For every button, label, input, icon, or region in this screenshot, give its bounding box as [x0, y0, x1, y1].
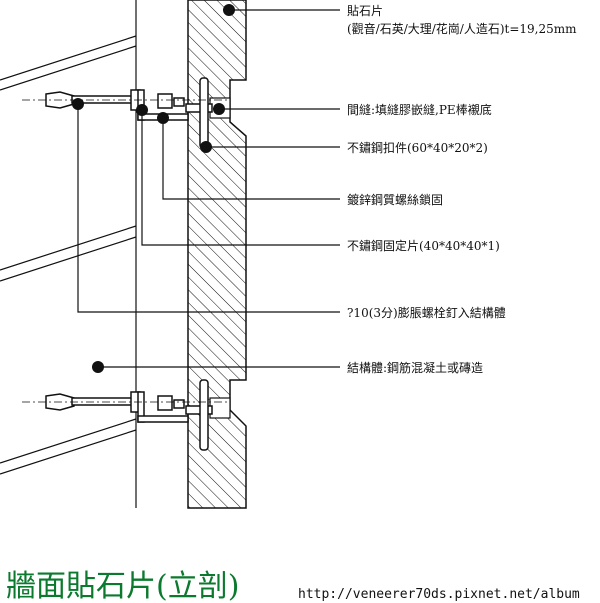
- label-ss-plate: 不鏽鋼固定片(40*40*40*1): [347, 238, 500, 253]
- dot-clip: [200, 141, 212, 153]
- dot-veneer: [223, 4, 235, 16]
- center-lines: [22, 99, 230, 403]
- dot-anchor: [72, 98, 84, 110]
- dot-joint: [213, 103, 225, 115]
- dot-structure: [92, 361, 104, 373]
- label-stone-veneer-types: (觀音/石英/大理/花崗/人造石)t=19,25mm: [347, 21, 577, 36]
- leader-lines: [77, 9, 340, 368]
- stone-veneer-slab: [187, 0, 247, 509]
- dot-plate: [136, 104, 148, 116]
- label-anchor: ?10(3分)膨脹螺栓釘入結構體: [347, 305, 506, 320]
- source-url: http://veneerer70ds.pixnet.net/album: [298, 587, 580, 602]
- joint-filler-bottom: [209, 397, 231, 419]
- background-diagonals: [0, 35, 137, 475]
- label-joint: 間縫:填縫膠嵌縫,PE棒襯底: [347, 102, 492, 117]
- label-bolt: 鍍鋅鋼質螺絲鎖固: [347, 192, 443, 207]
- drawing-title: 牆面貼石片(立剖): [6, 569, 239, 603]
- anchor-assembly-top: [45, 77, 213, 149]
- label-ss-clip: 不鏽鋼扣件(60*40*20*2): [347, 140, 488, 155]
- dot-bolt: [157, 112, 169, 124]
- leader-dots: [72, 4, 235, 373]
- label-structure: 結構體:鋼筋混凝土或磚造: [347, 360, 483, 375]
- label-stone-veneer: 貼石片: [347, 3, 383, 18]
